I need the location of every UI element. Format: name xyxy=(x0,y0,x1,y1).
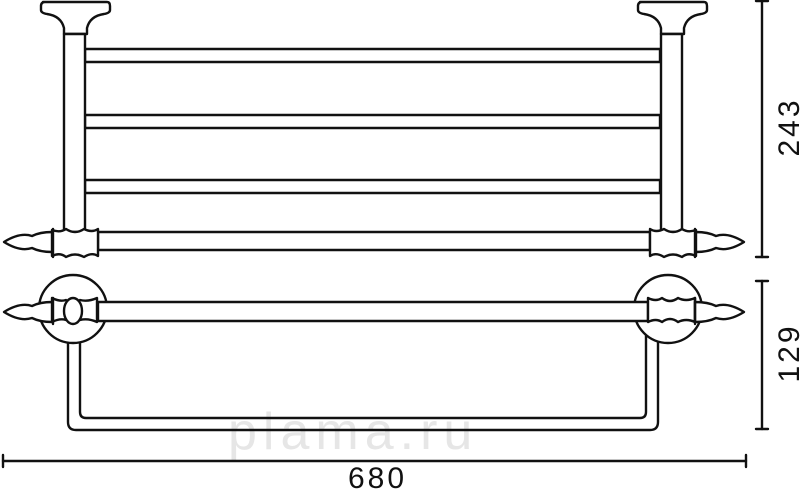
watermark: plama.ru xyxy=(228,403,479,461)
u-bar-outer xyxy=(66,318,660,432)
height-dimension-label: 243 xyxy=(773,97,800,157)
towel-bar xyxy=(96,230,652,252)
rail-2 xyxy=(83,113,662,130)
width-dimension-label: 680 xyxy=(348,462,408,495)
u-bar-inner xyxy=(78,318,648,420)
right-post xyxy=(636,0,746,259)
dimension-lines xyxy=(1,0,770,469)
shelf-rails xyxy=(83,47,662,252)
top-view xyxy=(2,273,746,432)
front-bar xyxy=(96,300,650,323)
depth-dimension-label: 129 xyxy=(773,323,800,383)
rail-3 xyxy=(83,178,662,195)
front-view xyxy=(2,0,746,259)
left-post xyxy=(2,0,112,259)
rail-1 xyxy=(83,47,662,64)
